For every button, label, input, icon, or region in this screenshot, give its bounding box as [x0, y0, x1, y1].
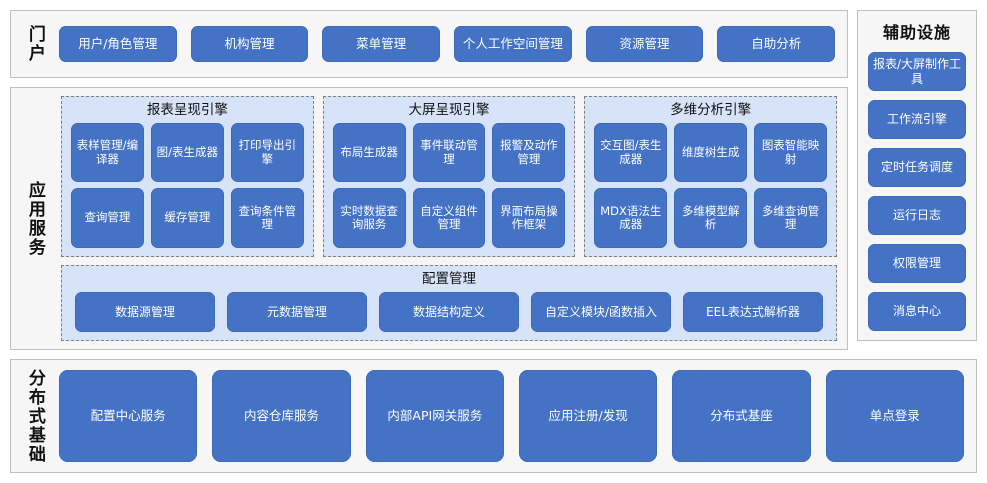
app-services-section-label: 应用服务 [24, 180, 45, 257]
engine-report-item-query-condition[interactable]: 查询条件管理 [230, 188, 304, 248]
top-row: 门户 用户/角色管理 机构管理 菜单管理 个人工作空间管理 资源管理 自助分析 [10, 10, 977, 78]
engine-panel-bigscreen-title: 大屏呈现引擎 [408, 102, 490, 118]
app-services-body: 报表呈现引擎 表样管理/编译器 图/表生成器 打印导出引擎 查询管理 缓存管理 … [57, 88, 847, 349]
engine-bigscreen-item-layout-generator[interactable]: 布局生成器 [332, 122, 406, 183]
engine-report-item-template-editor[interactable]: 表样管理/编译器 [71, 122, 144, 183]
engine-olap-item-interactive-chart-generator[interactable]: 交互图/表生成器 [594, 122, 668, 183]
portal-button-list: 用户/角色管理 机构管理 菜单管理 个人工作空间管理 资源管理 自助分析 [57, 11, 847, 77]
engine-report-item-print-export[interactable]: 打印导出引擎 [230, 122, 304, 183]
distributed-base-section-label: 分布式基础 [24, 368, 45, 464]
config-item-custom-module[interactable]: 自定义模块/函数插入 [531, 291, 671, 332]
engine-panel-olap: 多维分析引擎 交互图/表生成器 维度树生成 图表智能映射 MDX语法生成器 多维… [584, 96, 838, 257]
aux-item-message-center[interactable]: 消息中心 [868, 292, 966, 331]
config-management-title: 配置管理 [422, 271, 476, 287]
portal-button-menu[interactable]: 菜单管理 [322, 26, 441, 62]
config-item-data-structure[interactable]: 数据结构定义 [379, 291, 519, 332]
dist-item-distributed-base[interactable]: 分布式基座 [672, 370, 811, 462]
engine-panel-olap-title: 多维分析引擎 [670, 102, 752, 118]
engine-panel-bigscreen: 大屏呈现引擎 布局生成器 事件联动管理 报警及动作管理 实时数据查询服务 自定义… [322, 96, 576, 257]
config-management-panel: 配置管理 数据源管理 元数据管理 数据结构定义 自定义模块/函数插入 EEL表达… [61, 265, 837, 341]
engine-panel-report: 报表呈现引擎 表样管理/编译器 图/表生成器 打印导出引擎 查询管理 缓存管理 … [61, 96, 314, 257]
dist-item-content-repository[interactable]: 内容仓库服务 [212, 370, 351, 462]
engine-report-item-cache-management[interactable]: 缓存管理 [150, 188, 224, 248]
config-management-button-list: 数据源管理 元数据管理 数据结构定义 自定义模块/函数插入 EEL表达式解析器 [71, 291, 827, 332]
config-item-datasource[interactable]: 数据源管理 [75, 291, 215, 332]
config-item-eel-parser[interactable]: EEL表达式解析器 [683, 291, 823, 332]
engine-report-item-query-management[interactable]: 查询管理 [71, 188, 144, 248]
engine-panel-report-title: 报表呈现引擎 [146, 102, 228, 118]
app-services-section: 应用服务 报表呈现引擎 表样管理/编译器 图/表生成器 打印导出引擎 查询管理 … [10, 87, 848, 350]
portal-section-label: 门户 [24, 25, 45, 63]
aux-item-scheduled-task[interactable]: 定时任务调度 [868, 148, 966, 187]
dist-item-app-registry[interactable]: 应用注册/发现 [518, 370, 658, 462]
aux-item-permission-management[interactable]: 权限管理 [868, 244, 966, 283]
portal-button-workspace[interactable]: 个人工作空间管理 [454, 26, 572, 62]
engine-olap-item-query-management[interactable]: 多维查询管理 [754, 188, 828, 248]
engine-panel-row: 报表呈现引擎 表样管理/编译器 图/表生成器 打印导出引擎 查询管理 缓存管理 … [61, 96, 838, 257]
engine-bigscreen-item-ui-layout-framework[interactable]: 界面布局操作框架 [492, 188, 566, 248]
engine-bigscreen-item-event-linkage[interactable]: 事件联动管理 [412, 122, 486, 183]
dist-item-api-gateway[interactable]: 内部API网关服务 [365, 370, 504, 462]
engine-olap-item-dimension-tree[interactable]: 维度树生成 [674, 122, 748, 183]
engine-bigscreen-item-custom-component[interactable]: 自定义组件管理 [412, 188, 486, 248]
engine-olap-item-chart-smart-mapping[interactable]: 图表智能映射 [754, 122, 828, 183]
dist-item-config-center[interactable]: 配置中心服务 [59, 370, 198, 462]
engine-olap-item-mdx-generator[interactable]: MDX语法生成器 [594, 188, 668, 248]
engine-olap-item-model-parser[interactable]: 多维模型解析 [674, 188, 748, 248]
aux-item-report-bigscreen-tool[interactable]: 报表/大屏制作工具 [868, 52, 966, 91]
aux-item-workflow-engine[interactable]: 工作流引擎 [868, 100, 966, 139]
engine-panel-bigscreen-grid: 布局生成器 事件联动管理 报警及动作管理 实时数据查询服务 自定义组件管理 界面… [332, 122, 566, 248]
engine-panel-report-grid: 表样管理/编译器 图/表生成器 打印导出引擎 查询管理 缓存管理 查询条件管理 [71, 122, 304, 248]
dist-item-sso[interactable]: 单点登录 [825, 370, 964, 462]
distributed-base-button-list: 配置中心服务 内容仓库服务 内部API网关服务 应用注册/发现 分布式基座 单点… [57, 360, 976, 472]
middle-row: 应用服务 报表呈现引擎 表样管理/编译器 图/表生成器 打印导出引擎 查询管理 … [10, 87, 977, 350]
portal-button-resource[interactable]: 资源管理 [585, 26, 704, 62]
engine-bigscreen-item-realtime-query[interactable]: 实时数据查询服务 [332, 188, 406, 248]
distributed-base-section: 分布式基础 配置中心服务 内容仓库服务 内部API网关服务 应用注册/发现 分布… [10, 359, 977, 473]
aux-facilities-list: 报表/大屏制作工具 工作流引擎 定时任务调度 运行日志 权限管理 消息中心 [868, 52, 966, 331]
engine-panel-olap-grid: 交互图/表生成器 维度树生成 图表智能映射 MDX语法生成器 多维模型解析 多维… [594, 122, 828, 248]
aux-facilities-section: 辅助设施 报表/大屏制作工具 工作流引擎 定时任务调度 运行日志 权限管理 消息… [857, 10, 977, 341]
engine-bigscreen-item-alarm-action[interactable]: 报警及动作管理 [492, 122, 566, 183]
config-item-metadata[interactable]: 元数据管理 [227, 291, 367, 332]
portal-button-self-service-analysis[interactable]: 自助分析 [717, 26, 836, 62]
portal-button-org[interactable]: 机构管理 [190, 26, 309, 62]
portal-section: 门户 用户/角色管理 机构管理 菜单管理 个人工作空间管理 资源管理 自助分析 [10, 10, 848, 78]
portal-button-user-role[interactable]: 用户/角色管理 [59, 26, 177, 62]
aux-item-runtime-log[interactable]: 运行日志 [868, 196, 966, 235]
aux-facilities-title: 辅助设施 [882, 23, 951, 42]
engine-report-item-chart-generator[interactable]: 图/表生成器 [150, 122, 224, 183]
